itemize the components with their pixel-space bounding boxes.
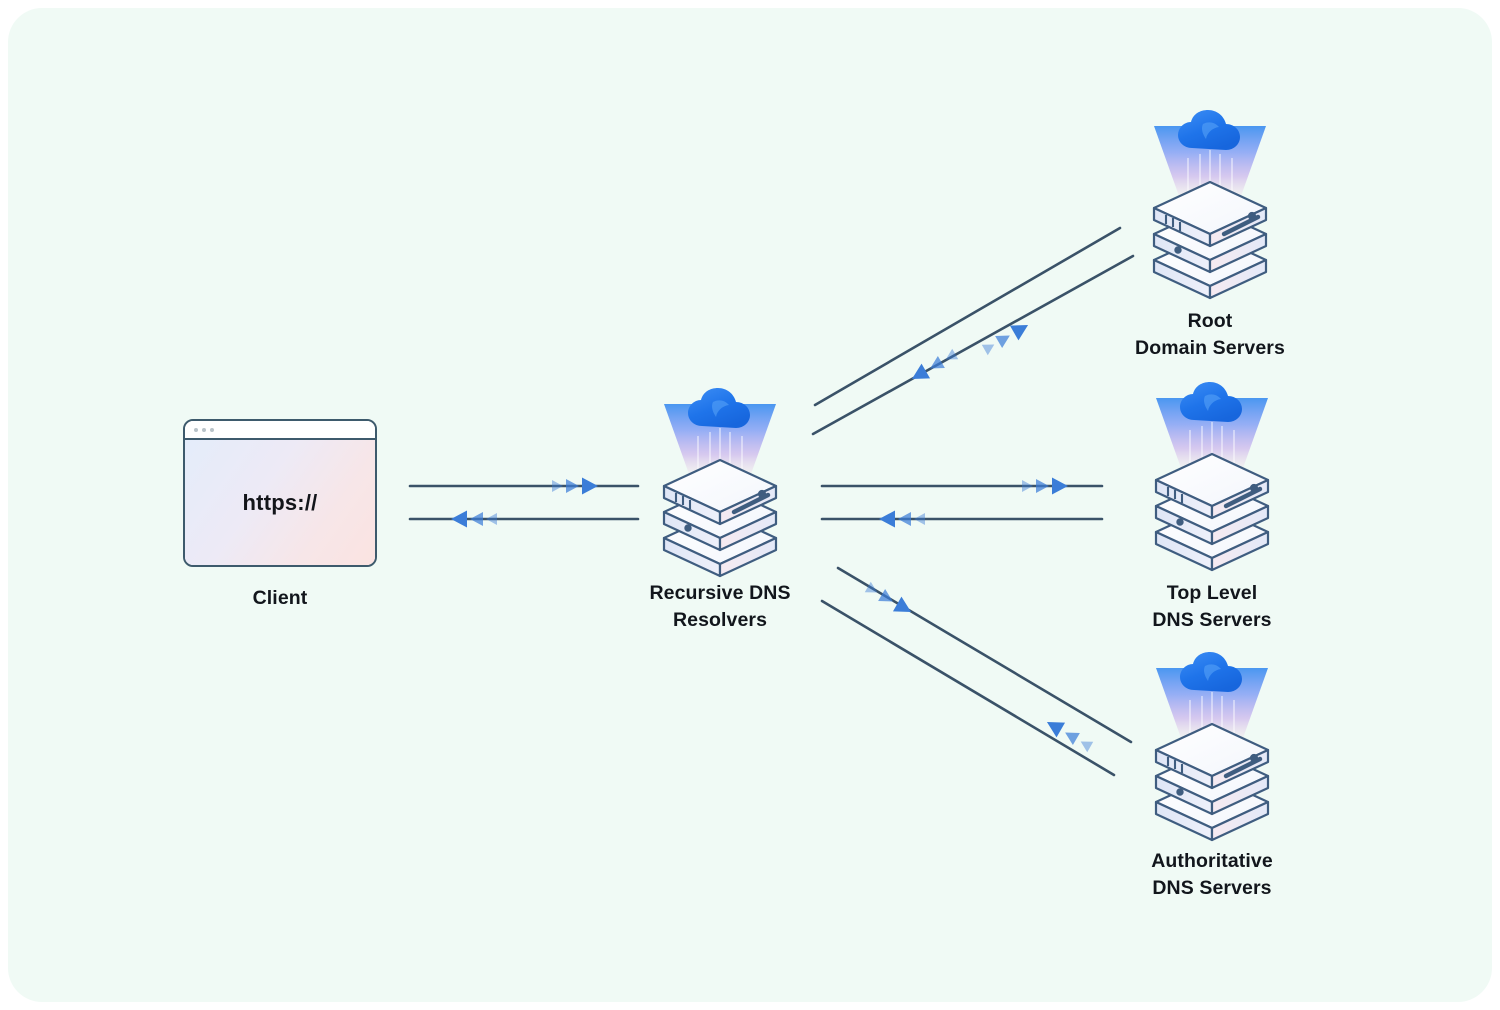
recursive-resolver-label: Recursive DNS Resolvers [649, 582, 791, 631]
server-stack-cloud-icon [662, 388, 778, 578]
server-led-icon [674, 493, 692, 509]
cloud-icon [688, 388, 750, 428]
arrowhead-group-tld-to-resolver [879, 510, 925, 528]
server-stack-cloud-icon [1152, 110, 1268, 300]
browser-titlebar [185, 421, 375, 440]
arrowhead-group-client-to-resolver [552, 477, 598, 495]
server-slab-top [1152, 180, 1268, 248]
browser-viewport: https:// [185, 440, 375, 565]
arrowhead-group-root-to-resolver [911, 348, 959, 379]
server-led-icon [1164, 215, 1182, 231]
arrowhead-group-resolver-to-root [981, 325, 1029, 356]
server-led-icon [1166, 487, 1184, 503]
top-level-dns-servers-label: Top Level DNS Servers [1152, 582, 1272, 631]
cloud-icon [1178, 110, 1240, 150]
window-dot-icon [194, 427, 198, 432]
server-slab-top [1154, 722, 1270, 790]
cloud-icon [1180, 652, 1242, 692]
arrowhead-group-auth-to-resolver [1046, 722, 1094, 753]
server-led-icon [1166, 757, 1184, 773]
server-slab-top [1154, 452, 1270, 520]
line-root-to-resolver [811, 254, 1135, 436]
client-browser-window[interactable]: https:// [183, 419, 377, 567]
arrowhead-group-resolver-to-tld [1022, 477, 1068, 495]
server-stack-cloud-icon [1154, 382, 1270, 572]
window-dot-icon [202, 427, 206, 432]
authoritative-dns-servers-label: Authoritative DNS Servers [1151, 850, 1273, 899]
client-url-text: https:// [242, 489, 318, 515]
root-domain-servers-label: Root Domain Servers [1135, 310, 1285, 359]
line-resolver-to-root [813, 226, 1122, 407]
arrowhead-group-resolver-to-client [451, 510, 497, 528]
window-dot-icon [210, 427, 214, 432]
cloud-icon [1180, 382, 1242, 422]
client-label: Client [252, 587, 308, 609]
server-slab-top [662, 458, 778, 526]
server-stack-cloud-icon [1154, 652, 1270, 842]
line-resolver-to-auth [836, 566, 1133, 744]
arrowhead-group-resolver-to-auth [864, 581, 912, 612]
line-auth-to-resolver [820, 599, 1116, 777]
